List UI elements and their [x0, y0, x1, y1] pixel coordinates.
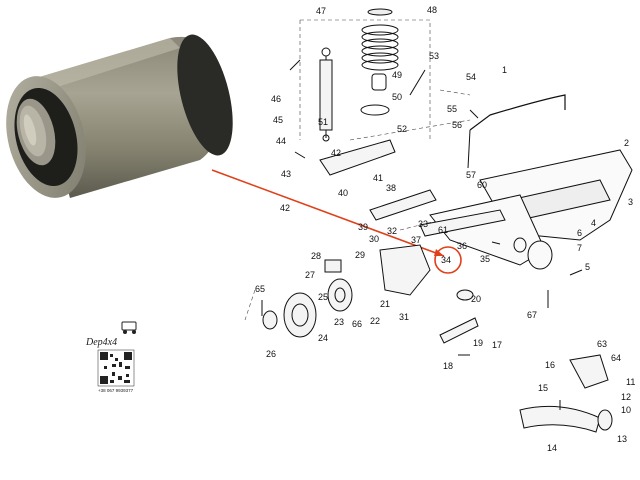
label-39: 39 — [358, 222, 368, 232]
label-14: 14 — [547, 443, 557, 453]
label-44: 44 — [276, 136, 286, 146]
label-29: 29 — [355, 250, 365, 260]
trailing-link — [419, 209, 506, 237]
label-12: 12 — [621, 392, 631, 402]
label-57: 57 — [466, 170, 476, 180]
label-21: 21 — [380, 299, 390, 309]
label-67: 67 — [527, 310, 537, 320]
lateral-link — [439, 317, 479, 344]
label-35: 35 — [480, 254, 490, 264]
label-24: 24 — [318, 333, 328, 343]
shock-absorber — [319, 47, 333, 142]
label-4: 4 — [591, 218, 596, 228]
rear-subframe — [429, 149, 633, 270]
label-53: 53 — [429, 51, 439, 61]
logo-block: Dep4x4 +38 067 9939377 — [85, 321, 137, 393]
label-56: 56 — [452, 120, 462, 130]
callout-arrow-line — [211, 169, 445, 257]
label-51: 51 — [318, 117, 328, 127]
bracket-11 — [569, 354, 609, 389]
label-7: 7 — [577, 243, 582, 253]
qr-code-pattern — [100, 352, 132, 384]
lower-control-arm — [519, 405, 601, 433]
label-16: 16 — [545, 360, 555, 370]
label-23: 23 — [334, 317, 344, 327]
upper-control-arm — [319, 139, 396, 176]
label-60: 60 — [477, 180, 487, 190]
bushing-20 — [456, 289, 474, 301]
stabilizer-link — [467, 129, 471, 169]
label-36: 36 — [457, 241, 467, 251]
label-20: 20 — [471, 294, 481, 304]
label-28: 28 — [311, 251, 321, 261]
label-43: 43 — [281, 169, 291, 179]
guide-lines — [244, 19, 481, 321]
label-45: 45 — [273, 115, 283, 125]
bushing-13 — [597, 409, 613, 431]
label-42b: 42 — [280, 203, 290, 213]
label-46: 46 — [271, 94, 281, 104]
label-5: 5 — [585, 262, 590, 272]
label-54: 54 — [466, 72, 476, 82]
label-49: 49 — [392, 70, 402, 80]
label-19: 19 — [473, 338, 483, 348]
label-17: 17 — [492, 340, 502, 350]
bolts — [261, 59, 583, 410]
label-18: 18 — [443, 361, 453, 371]
label-27: 27 — [305, 270, 315, 280]
label-10: 10 — [621, 405, 631, 415]
stabilizer-bar — [469, 94, 566, 131]
label-61: 61 — [438, 225, 448, 235]
label-65: 65 — [255, 284, 265, 294]
label-40: 40 — [338, 188, 348, 198]
brake-assembly — [262, 259, 353, 338]
label-2: 2 — [624, 138, 629, 148]
logo-text: Dep4x4 — [85, 337, 117, 348]
label-13: 13 — [617, 434, 627, 444]
label-30: 30 — [369, 234, 379, 244]
label-26: 26 — [266, 349, 276, 359]
label-37: 37 — [411, 235, 421, 245]
label-34: 34 — [441, 255, 451, 265]
toe-link — [369, 189, 437, 221]
label-50: 50 — [392, 92, 402, 102]
label-41: 41 — [373, 173, 383, 183]
bushing-photo — [6, 34, 233, 199]
label-22: 22 — [370, 316, 380, 326]
label-11: 11 — [626, 377, 635, 387]
label-47: 47 — [316, 6, 326, 16]
label-55: 55 — [447, 104, 457, 114]
label-66: 66 — [352, 319, 362, 329]
knuckle — [379, 244, 431, 296]
label-25: 25 — [318, 292, 328, 302]
part-labels: 47 48 46 45 49 50 53 54 1 55 56 51 52 44… — [255, 5, 635, 453]
label-33: 33 — [418, 219, 428, 229]
label-38: 38 — [386, 183, 396, 193]
label-1: 1 — [502, 65, 507, 75]
label-32: 32 — [387, 226, 397, 236]
label-3: 3 — [628, 197, 633, 207]
coil-spring — [360, 8, 399, 116]
logo-phone: +38 067 9939377 — [98, 388, 134, 393]
label-63: 63 — [597, 339, 607, 349]
label-48: 48 — [427, 5, 437, 15]
label-6: 6 — [577, 228, 582, 238]
label-15: 15 — [538, 383, 548, 393]
callout-circle — [434, 246, 462, 274]
label-31: 31 — [399, 312, 409, 322]
truck-icon — [121, 321, 137, 334]
label-52: 52 — [397, 124, 407, 134]
label-64: 64 — [611, 353, 621, 363]
label-42a: 42 — [331, 148, 341, 158]
